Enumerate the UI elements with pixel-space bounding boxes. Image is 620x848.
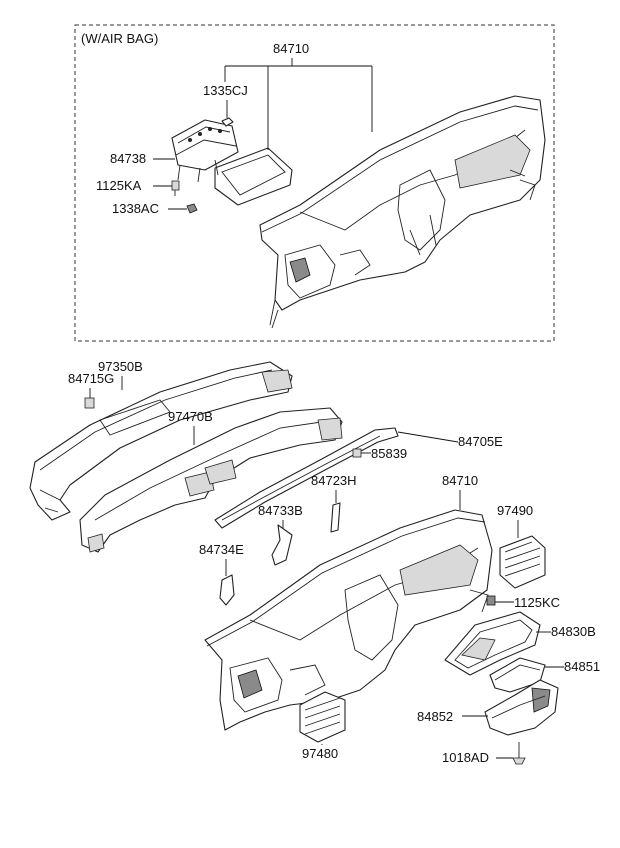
label-97350B: 97350B [98,359,143,374]
label-84738: 84738 [110,151,146,166]
airbag-group-frame [74,24,555,342]
label-97470B: 97470B [168,409,213,424]
heater-duct-97470B [79,407,343,553]
label-84723H: 84723H [311,473,357,488]
label-1125KC: 1125KC [514,595,560,610]
screw-1018AD [512,742,526,765]
airbag-bolt-1125KA [171,180,180,196]
label-84733B: 84733B [258,503,303,518]
passenger-airbag-module [171,119,239,183]
side-vent-97490 [499,535,546,589]
leader-84710-top [224,58,373,150]
clip-85839 [352,448,362,458]
label-84705E: 84705E [458,434,503,449]
label-1338AC: 1338AC [112,201,159,216]
label-84710-top: 84710 [273,41,309,56]
label-97480: 97480 [302,746,338,761]
label-84715G: 84715G [68,371,114,386]
bracket-84734E [219,574,235,606]
leader-84705E [397,431,459,443]
bracket-84733B [271,524,293,566]
airbag-nut-1338AC [186,203,198,214]
label-1018AD: 1018AD [442,750,489,765]
center-vent-97480 [299,691,346,743]
column-shroud-lower-84852 [484,679,559,736]
label-84830B: 84830B [551,624,596,639]
column-shroud-upper-84851 [489,657,546,693]
crash-pad-upper [259,95,546,329]
label-84852: 84852 [417,709,453,724]
variant-note: (W/AIR BAG) [81,31,158,46]
clip-84715G [84,397,95,409]
label-97490: 97490 [497,503,533,518]
crash-pad-lower [204,509,493,731]
label-84851: 84851 [564,659,600,674]
label-85839: 85839 [371,446,407,461]
cluster-facia-84830B [444,611,541,676]
label-84710-bottom: 84710 [442,473,478,488]
bracket-84723H [330,502,341,533]
defroster-garnish-84705E [214,427,399,529]
airbag-nut-1335CJ [221,117,234,127]
defroster-duct-97350B [29,361,293,521]
label-84734E: 84734E [199,542,244,557]
label-1125KA: 1125KA [96,178,142,193]
label-1335CJ: 1335CJ [203,83,248,98]
passenger-airbag-door [214,147,293,206]
screw-1125KC [486,595,496,606]
